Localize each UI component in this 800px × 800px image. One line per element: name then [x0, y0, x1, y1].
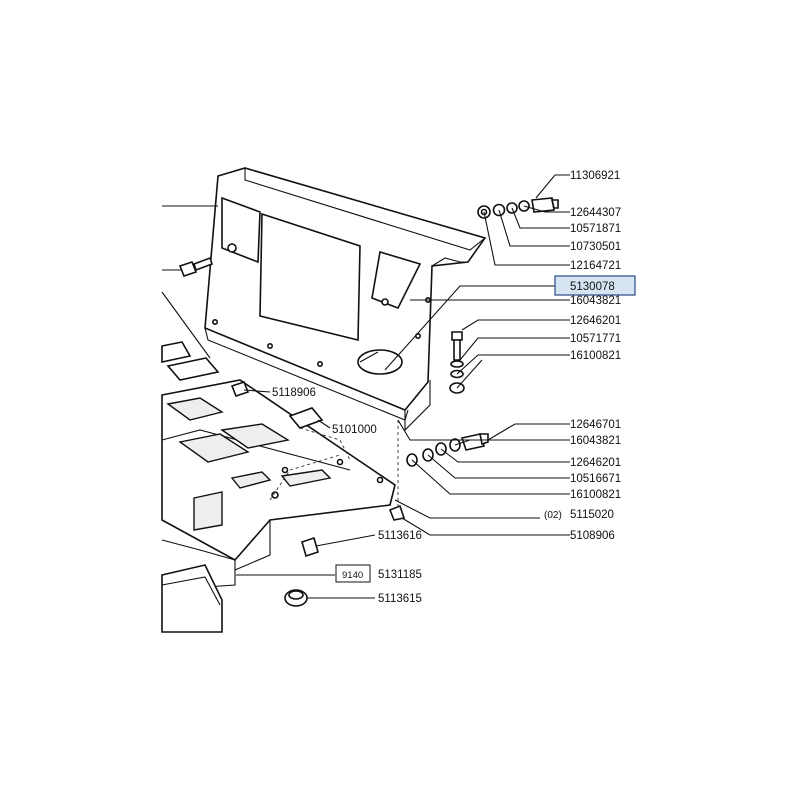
- hardware-top: [477, 197, 559, 219]
- grommet-5113615: [284, 589, 308, 607]
- label-12644307[interactable]: 12644307: [570, 207, 621, 219]
- label-5113616[interactable]: 5113616: [378, 530, 422, 542]
- label-9140: 9140: [342, 570, 363, 581]
- hardware-middle: [449, 331, 465, 394]
- label-12646701[interactable]: 12646701: [570, 419, 621, 431]
- highlight-frame: [554, 275, 636, 296]
- clip-5118906: [230, 381, 250, 397]
- label-11306921[interactable]: 11306921: [570, 170, 620, 182]
- label-10571771[interactable]: 10571771: [570, 333, 621, 345]
- label-5101000[interactable]: 5101000: [332, 424, 377, 436]
- clip-5108906: [388, 504, 406, 521]
- label-12646201-b[interactable]: 12646201: [570, 457, 621, 469]
- label-16100821-a[interactable]: 16100821: [570, 350, 621, 362]
- assembly-line: [269, 454, 341, 501]
- floor-panel: [161, 379, 396, 633]
- label-5118906[interactable]: 5118906: [272, 387, 316, 399]
- label-12164721[interactable]: 12164721: [570, 260, 621, 272]
- label-10516671[interactable]: 10516671: [570, 473, 621, 485]
- plug-5101000: [288, 407, 324, 429]
- leader-lines: [236, 174, 570, 599]
- label-16043821-b[interactable]: 16043821: [570, 435, 621, 447]
- hardware-bottom: [406, 433, 489, 467]
- label-quantity-02: (02): [544, 510, 562, 521]
- label-10730501[interactable]: 10730501: [570, 241, 621, 253]
- label-16043821-a[interactable]: 16043821: [570, 295, 621, 307]
- label-5115020[interactable]: 5115020: [570, 509, 614, 521]
- rear-panel: [204, 167, 487, 432]
- label-16100821-b[interactable]: 16100821: [570, 489, 621, 501]
- label-5130078[interactable]: 5130078: [570, 281, 615, 293]
- label-10571871[interactable]: 10571871: [570, 223, 621, 235]
- bolt-left: [178, 256, 214, 277]
- label-5113615[interactable]: 5113615: [378, 593, 422, 605]
- assembly-line: [299, 427, 351, 461]
- nut-5113616: [301, 536, 319, 558]
- seal-left: [161, 291, 220, 381]
- label-5108906[interactable]: 5108906: [570, 530, 615, 542]
- group-code-box: [335, 564, 371, 583]
- label-12646201-a[interactable]: 12646201: [570, 315, 621, 327]
- label-5131185[interactable]: 5131185: [378, 569, 422, 581]
